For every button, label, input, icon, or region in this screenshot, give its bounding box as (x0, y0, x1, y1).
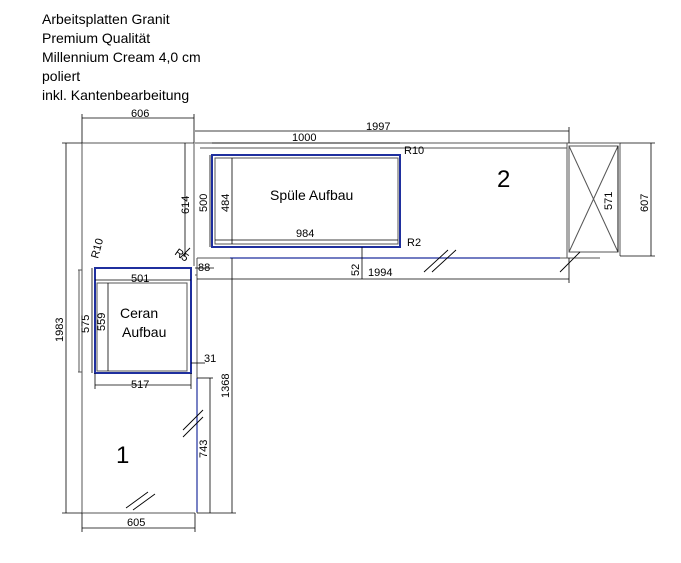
part-1-number: 1 (116, 442, 129, 469)
dim-500: 500 (198, 194, 210, 212)
dim-501: 501 (131, 273, 149, 285)
dim-1368: 1368 (220, 374, 232, 398)
sink-inner (214, 157, 399, 245)
dim-r10-left: R10 (89, 237, 106, 260)
dimension-lines (62, 114, 655, 532)
dim-517: 517 (131, 379, 149, 391)
dim-605: 605 (127, 517, 145, 529)
dim-571: 571 (603, 192, 615, 210)
dim-559: 559 (96, 313, 108, 331)
edge-highlights (196, 257, 560, 512)
hob-side-marks (78, 269, 82, 373)
dim-484: 484 (220, 194, 232, 212)
dim-614: 614 (180, 196, 192, 214)
dim-1994: 1994 (368, 267, 392, 279)
dim-r10-top: R10 (404, 145, 424, 157)
header-line-3: Millennium Cream 4,0 cm (42, 49, 201, 65)
dim-1997: 1997 (366, 121, 390, 133)
header-line-5: inkl. Kantenbearbeitung (42, 87, 190, 103)
header-line-1: Arbeitsplatten Granit (42, 11, 170, 27)
break-marks (125, 247, 581, 511)
dim-88: 88 (198, 262, 210, 274)
header-line-2: Premium Qualität (42, 30, 151, 46)
part-2-number: 2 (497, 166, 510, 193)
dim-1000: 1000 (292, 132, 316, 144)
dim-607: 607 (639, 194, 651, 212)
hob-cutout (94, 267, 192, 374)
dim-575: 575 (80, 315, 92, 333)
dim-606: 606 (131, 108, 149, 120)
hob-label-line2: Aufbau (122, 324, 166, 340)
sink-cutout (211, 154, 401, 248)
hob-inner (96, 282, 188, 372)
sink-label: Spüle Aufbau (270, 187, 353, 203)
dim-31: 31 (204, 353, 216, 365)
dim-1983: 1983 (54, 318, 66, 342)
dim-r2: R2 (407, 237, 421, 249)
dim-743: 743 (198, 440, 210, 458)
dim-r5: R5 (172, 247, 190, 265)
hob-label-line1: Ceran (120, 305, 158, 321)
piece-2-inner-line (200, 143, 568, 258)
dim-52: 52 (350, 264, 362, 276)
header-notes: Arbeitsplatten Granit Premium Qualität M… (42, 10, 201, 105)
header-line-4: poliert (42, 68, 81, 84)
dim-984: 984 (296, 228, 314, 240)
